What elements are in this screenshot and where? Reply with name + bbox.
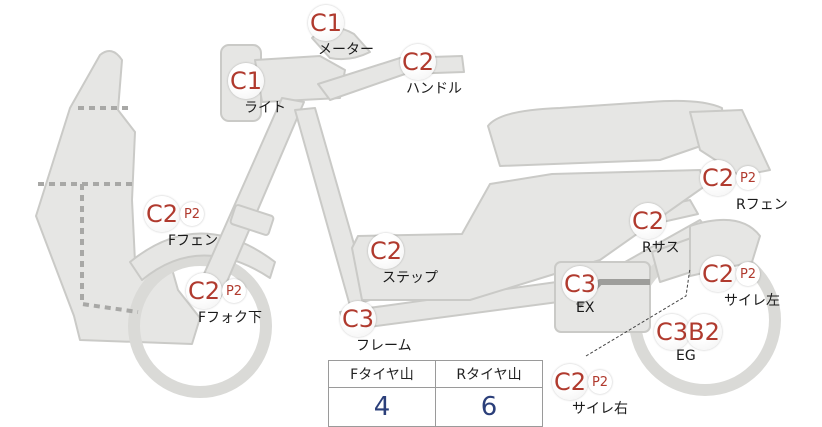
part-name: メーター xyxy=(318,42,374,58)
label-silencer-left: C2 P2 サイレ左 xyxy=(700,256,780,310)
part-name: フレーム xyxy=(356,338,412,354)
paint-code: P2 xyxy=(180,202,204,226)
label-meter: C1 メーター xyxy=(308,5,374,59)
part-name: Rサス xyxy=(642,240,680,256)
paint-code: P2 xyxy=(588,370,612,394)
condition-code: C2 xyxy=(700,160,736,196)
label-r-fender: C2 P2 Rフェン xyxy=(700,160,788,214)
cowl-seam-3 xyxy=(80,184,139,314)
fork-clamp xyxy=(229,204,275,236)
part-name: ハンドル xyxy=(406,81,462,97)
condition-code: C3 xyxy=(562,266,598,302)
label-f-fork-lower: C2 P2 Fフォク下 xyxy=(186,273,262,327)
part-name: サイレ左 xyxy=(724,293,780,309)
label-handle: C2 ハンドル xyxy=(400,44,462,98)
silencer-right-leader xyxy=(585,267,691,357)
label-light: C1 ライト xyxy=(228,63,286,117)
condition-code: C1 xyxy=(308,5,344,41)
label-frame: C3 フレーム xyxy=(340,301,412,355)
tire-tread-table: Fタイヤ山 Rタイヤ山 4 6 xyxy=(328,360,543,427)
part-name: サイレ右 xyxy=(572,401,628,417)
label-r-suspension: C2 Rサス xyxy=(630,203,679,257)
condition-code: C2 xyxy=(700,256,736,292)
label-f-fender: C2 P2 Fフェン xyxy=(144,196,218,250)
front-tire-header: Fタイヤ山 xyxy=(328,360,436,388)
condition-code: C2 xyxy=(368,233,404,269)
condition-code: C2 xyxy=(400,44,436,80)
paint-code: P2 xyxy=(736,262,760,286)
label-eg: C3 B2 EG xyxy=(654,314,722,364)
condition-code: C2 xyxy=(186,273,222,309)
condition-code: C3 xyxy=(654,314,690,350)
front-tire-value: 4 xyxy=(328,387,436,427)
condition-code: C1 xyxy=(228,63,264,99)
part-name: Fフェン xyxy=(168,233,219,249)
label-silencer-right: C2 P2 サイレ右 xyxy=(552,364,628,418)
paint-code: P2 xyxy=(736,166,760,190)
condition-code: B2 xyxy=(686,314,722,350)
front-wheel xyxy=(128,254,272,398)
condition-code: C2 xyxy=(144,196,180,232)
part-name: EG xyxy=(676,348,696,364)
part-name: ライト xyxy=(244,100,286,116)
part-name: EX xyxy=(576,300,595,316)
part-name: Fフォク下 xyxy=(198,310,263,326)
rear-tire-header: Rタイヤ山 xyxy=(435,360,543,388)
seat-shape xyxy=(487,99,725,167)
condition-code: C3 xyxy=(340,301,376,337)
part-name: Rフェン xyxy=(736,197,788,213)
condition-code: C2 xyxy=(552,364,588,400)
paint-code: P2 xyxy=(222,279,246,303)
label-ex: C3 EX xyxy=(562,266,598,316)
part-name: ステップ xyxy=(382,270,438,286)
label-step: C2 ステップ xyxy=(368,233,438,287)
rear-tire-value: 6 xyxy=(435,387,543,427)
condition-code: C2 xyxy=(630,203,666,239)
